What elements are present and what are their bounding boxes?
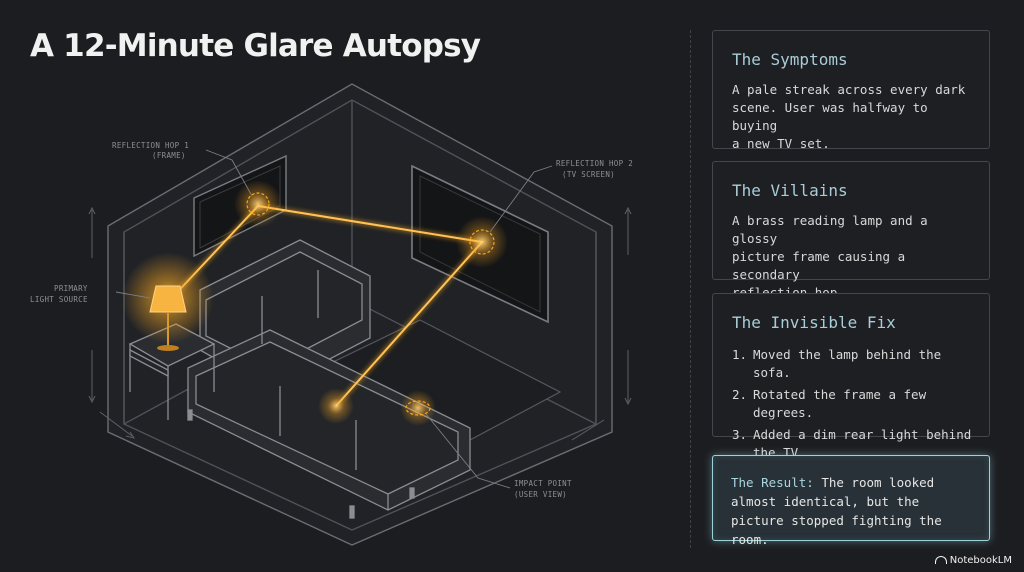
page-title: A 12-Minute Glare Autopsy [30, 28, 481, 64]
fix-heading: The Invisible Fix [732, 313, 896, 332]
label-hop-1-subtitle: (FRAME) [152, 151, 186, 160]
fix-item-text: Rotated the frame a few degrees. [753, 387, 927, 420]
villains-text: A brass reading lamp and a glossy pictur… [732, 212, 975, 302]
section-divider [690, 30, 691, 548]
reading-lamp [122, 252, 214, 351]
villains-heading: The Villains [732, 181, 848, 200]
result-card: The Result: The room looked almost ident… [712, 455, 990, 547]
fix-item: 1. Moved the lamp behind the sofa. [732, 346, 977, 382]
fix-list: 1. Moved the lamp behind the sofa. 2. Ro… [732, 346, 977, 466]
fix-item-number: 3. [732, 427, 748, 442]
villains-card: The Villains A brass reading lamp and a … [712, 161, 990, 300]
fix-item-text: Added a dim rear light behind [753, 427, 972, 442]
result-body: The room looked almost identical, but th… [731, 475, 942, 547]
light-beam-path [168, 203, 487, 408]
callout-leaders [115, 149, 553, 489]
fix-item-number: 2. [732, 387, 748, 402]
label-source-title: PRIMARY [54, 284, 88, 293]
symptoms-line: a new TV set. [732, 136, 830, 151]
fix-card: The Invisible Fix 1. Moved the lamp behi… [712, 293, 990, 460]
reflection-hop-2-marker [456, 216, 508, 268]
result-text: The Result: The room looked almost ident… [731, 473, 977, 549]
label-impact-title: IMPACT POINT [514, 479, 572, 488]
brand-watermark: NotebookLM [934, 555, 1012, 566]
fix-item: 2. Rotated the frame a few degrees. [732, 386, 977, 422]
villains-line: A brass reading lamp and a glossy [732, 213, 928, 246]
symptoms-text: A pale streak across every dark scene. U… [732, 81, 975, 153]
notebooklm-logo-icon [934, 556, 947, 564]
fix-item-number: 1. [732, 347, 748, 362]
brand-name: NotebookLM [949, 555, 1012, 566]
villains-line: picture frame causing a secondary [732, 249, 906, 282]
room-diagram: REFLECTION HOP 1 (FRAME) REFLECTION HOP … [30, 83, 633, 546]
symptoms-line: A pale streak across every dark [732, 82, 966, 97]
label-source-subtitle: LIGHT SOURCE [30, 295, 88, 304]
impact-point-marker [318, 388, 436, 426]
label-hop-2-subtitle: (TV SCREEN) [562, 170, 615, 179]
label-hop-2-title: REFLECTION HOP 2 [556, 159, 633, 168]
result-lead: The Result: [731, 475, 814, 490]
symptoms-card: The Symptoms A pale streak across every … [712, 30, 990, 151]
symptoms-line: scene. User was halfway to buying [732, 100, 928, 133]
label-impact-subtitle: (USER VIEW) [514, 490, 567, 499]
reflection-hop-1-marker [234, 180, 282, 228]
label-hop-1-title: REFLECTION HOP 1 [112, 141, 189, 150]
dimension-arrows [88, 206, 632, 441]
fix-item-text: Moved the lamp behind the sofa. [753, 347, 942, 380]
symptoms-heading: The Symptoms [732, 50, 848, 69]
